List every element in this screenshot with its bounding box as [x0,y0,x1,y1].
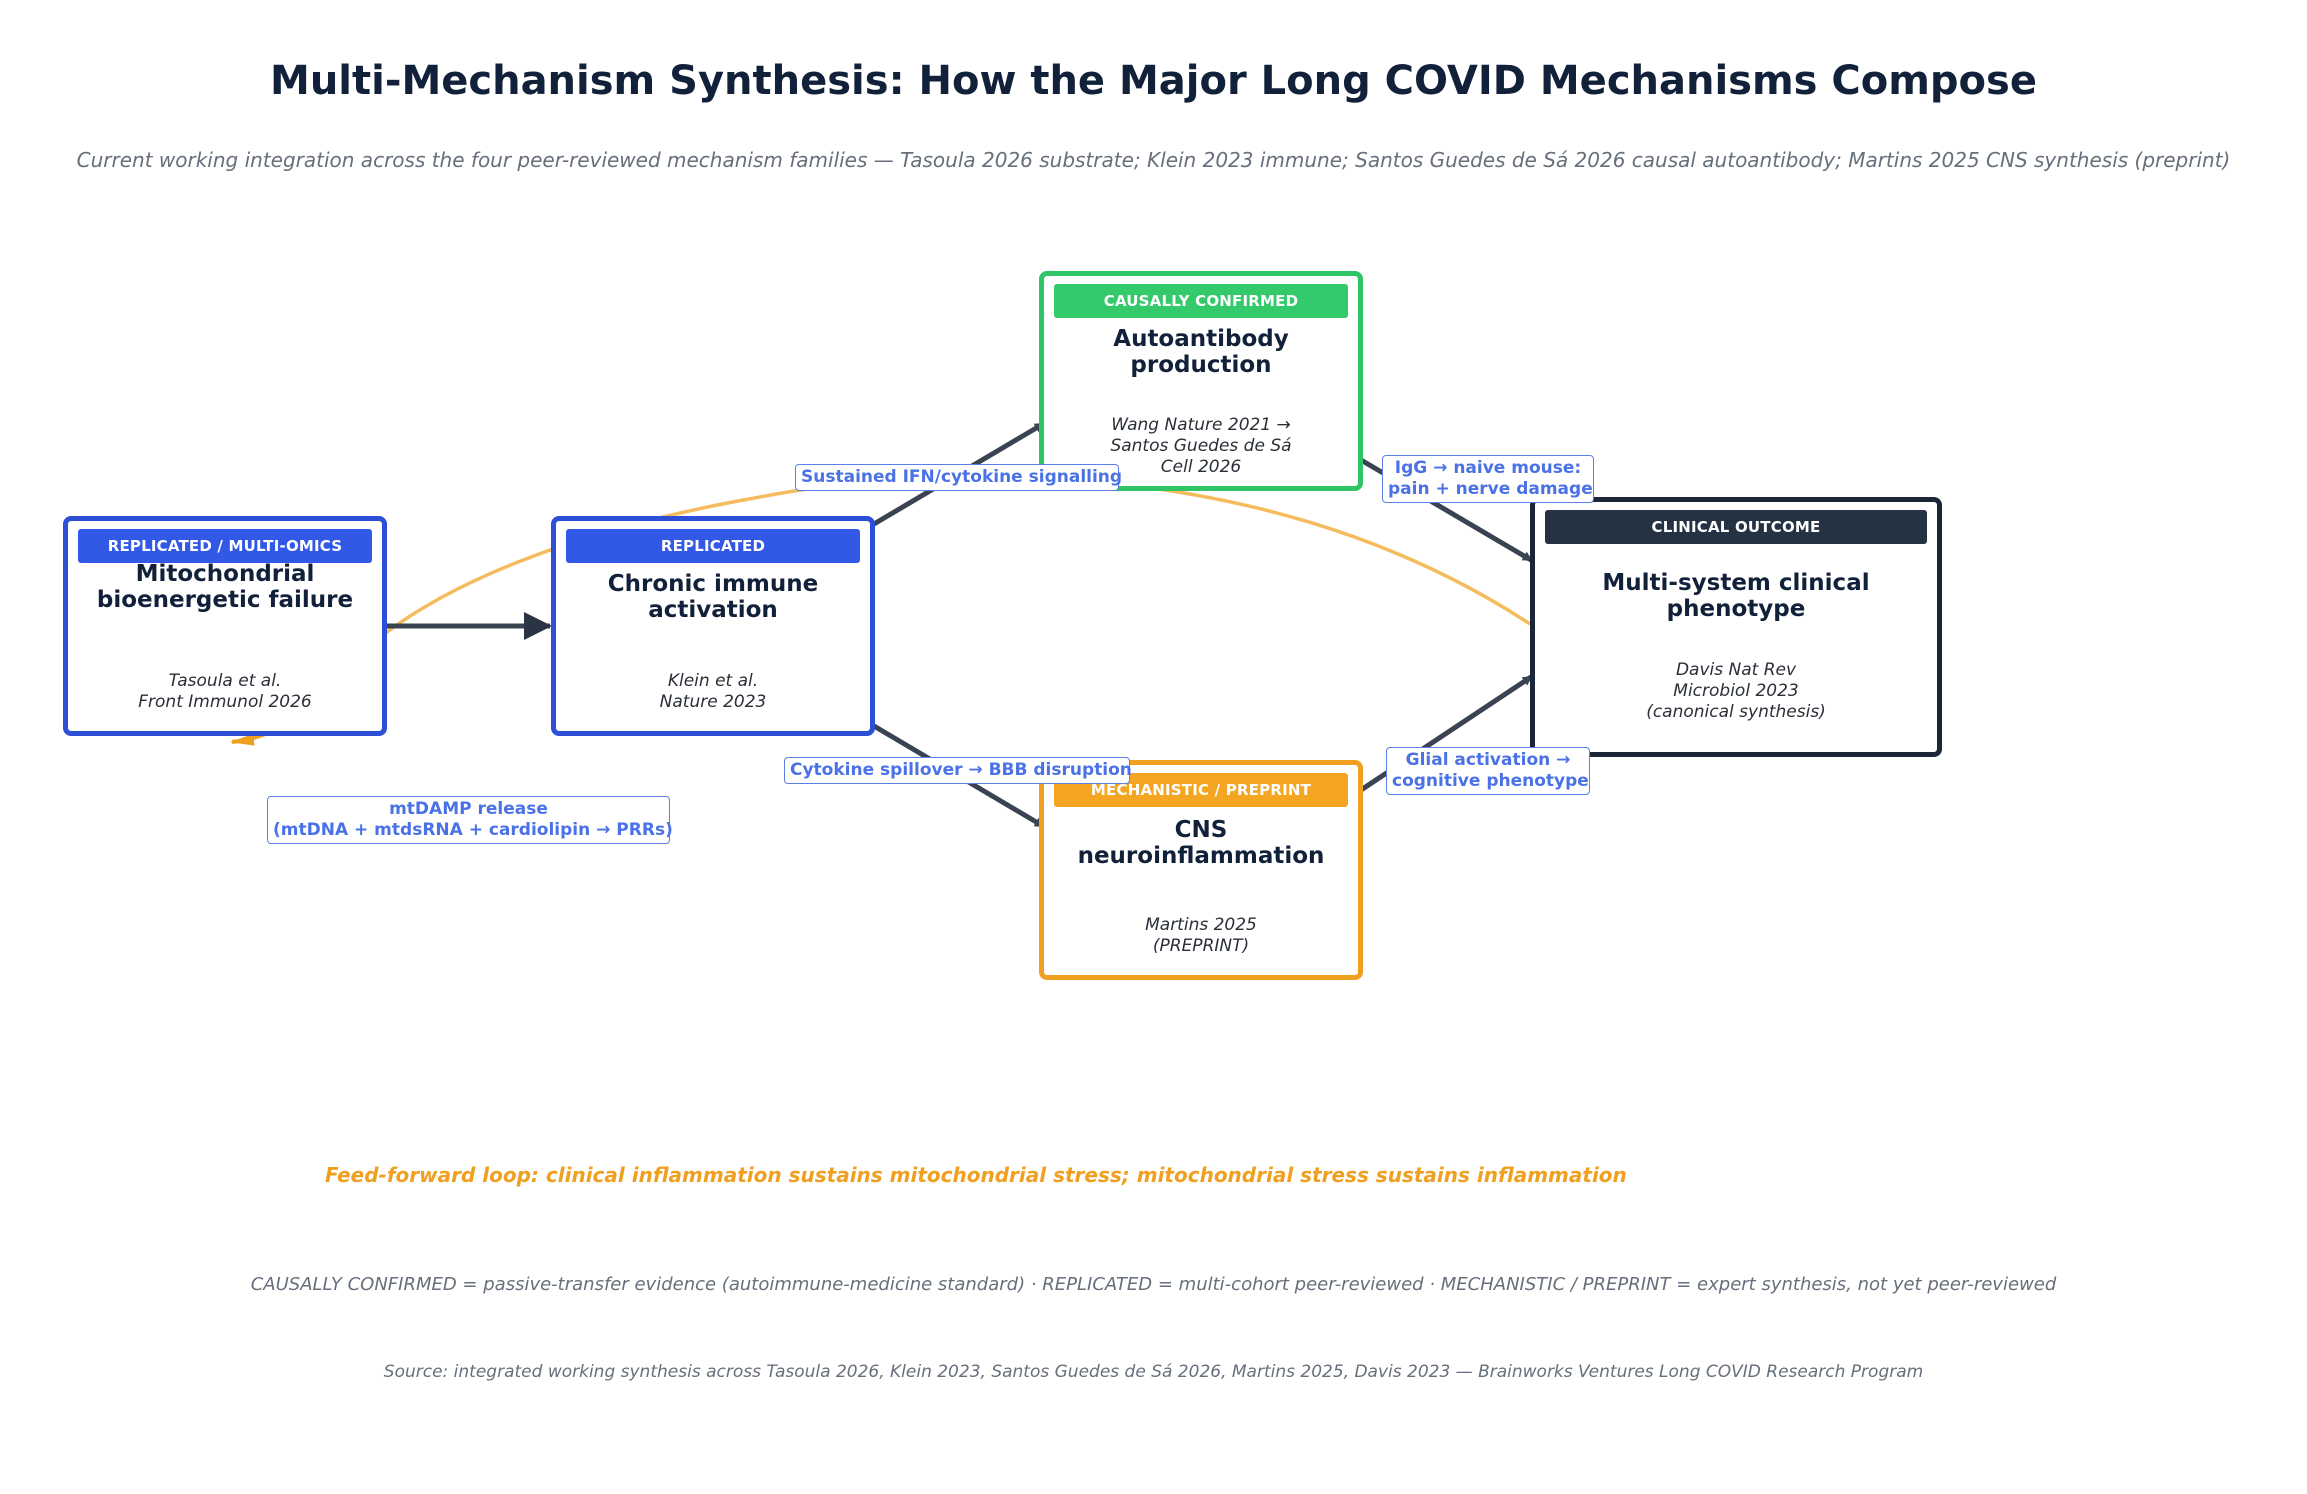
edge-label-bbb-disruption: Cytokine spillover → BBB disruption [784,757,1132,784]
badge-causally-confirmed: CAUSALLY CONFIRMED [1054,284,1348,318]
feedback-loop-note: Feed-forward loop: clinical inflammation… [325,1163,1627,1187]
badge-replicated-multiomics: REPLICATED / MULTI-OMICS [78,529,372,563]
node-title: Mitochondrial bioenergetic failure [96,561,354,613]
edge-label-line: cognitive phenotype [1392,771,1589,791]
edge-label-line: mtDAMP release [389,799,548,819]
citation-line: Front Immunol 2026 [138,692,312,712]
citation-line: Microbiol 2023 [1673,681,1799,701]
edge-label-line: (mtDNA + mtdsRNA + cardiolipin → PRRs) [273,820,673,840]
edge-label-ifn-signalling: Sustained IFN/cytokine signalling [795,464,1122,491]
edge-label-line: Glial activation → [1405,750,1571,770]
badge-clinical-outcome: CLINICAL OUTCOME [1545,510,1927,544]
node-citation: Tasoula et al. Front Immunol 2026 [76,671,374,713]
edge-label-glial-activation: Glial activation → cognitive phenotype [1386,747,1590,795]
citation-line: (PREPRINT) [1152,936,1250,956]
edge-label-igg-transfer: IgG → naive mouse: pain + nerve damage [1382,455,1594,503]
diagram-title: Multi-Mechanism Synthesis: How the Major… [270,58,2037,104]
badge-replicated: REPLICATED [566,529,860,563]
citation-line: Davis Nat Rev [1675,660,1797,680]
node-citation: Wang Nature 2021 → Santos Guedes de Sá C… [1052,415,1350,478]
badge-mechanistic-preprint: MECHANISTIC / PREPRINT [1054,773,1348,807]
diagram-subtitle: Current working integration across the f… [76,148,2231,172]
node-clinical-phenotype: CLINICAL OUTCOME Multi-system clinical p… [1530,497,1942,757]
node-citation: Davis Nat Rev Microbiol 2023 (canonical … [1543,660,1929,723]
node-title: Autoantibody production [1113,326,1289,378]
edge-label-mtdamp-release: mtDAMP release (mtDNA + mtdsRNA + cardio… [267,796,673,844]
node-cns-neuroinflammation: MECHANISTIC / PREPRINT CNS neuroinflamma… [1039,760,1363,980]
node-title: Chronic immune activation [607,571,819,623]
citation-line: Wang Nature 2021 → [1111,415,1291,435]
node-title: CNS neuroinflammation [1077,817,1325,869]
citation-line: Cell 2026 [1160,457,1242,477]
citation-line: Nature 2023 [659,692,767,712]
citation-line: (canonical synthesis) [1646,702,1826,722]
citation-line: Santos Guedes de Sá [1110,436,1292,456]
feedback-loop-arc [333,475,1531,682]
edge-label-line: pain + nerve damage [1388,479,1593,499]
node-mitochondrial-failure: REPLICATED / MULTI-OMICS Mitochondrial b… [63,516,387,736]
citation-line: Klein et al. [667,671,759,691]
source-note: Source: integrated working synthesis acr… [383,1362,1924,1382]
node-citation: Martins 2025 (PREPRINT) [1052,915,1350,957]
node-title: Multi-system clinical phenotype [1602,570,1870,622]
citation-line: Martins 2025 [1145,915,1257,935]
node-autoantibody-production: CAUSALLY CONFIRMED Autoantibody producti… [1039,271,1363,491]
evidence-legend: CAUSALLY CONFIRMED = passive-transfer ev… [250,1274,2057,1295]
edge-label-line: IgG → naive mouse: [1394,458,1582,478]
citation-line: Tasoula et al. [168,671,282,691]
node-chronic-immune-activation: REPLICATED Chronic immune activation Kle… [551,516,875,736]
node-citation: Klein et al. Nature 2023 [564,671,862,713]
